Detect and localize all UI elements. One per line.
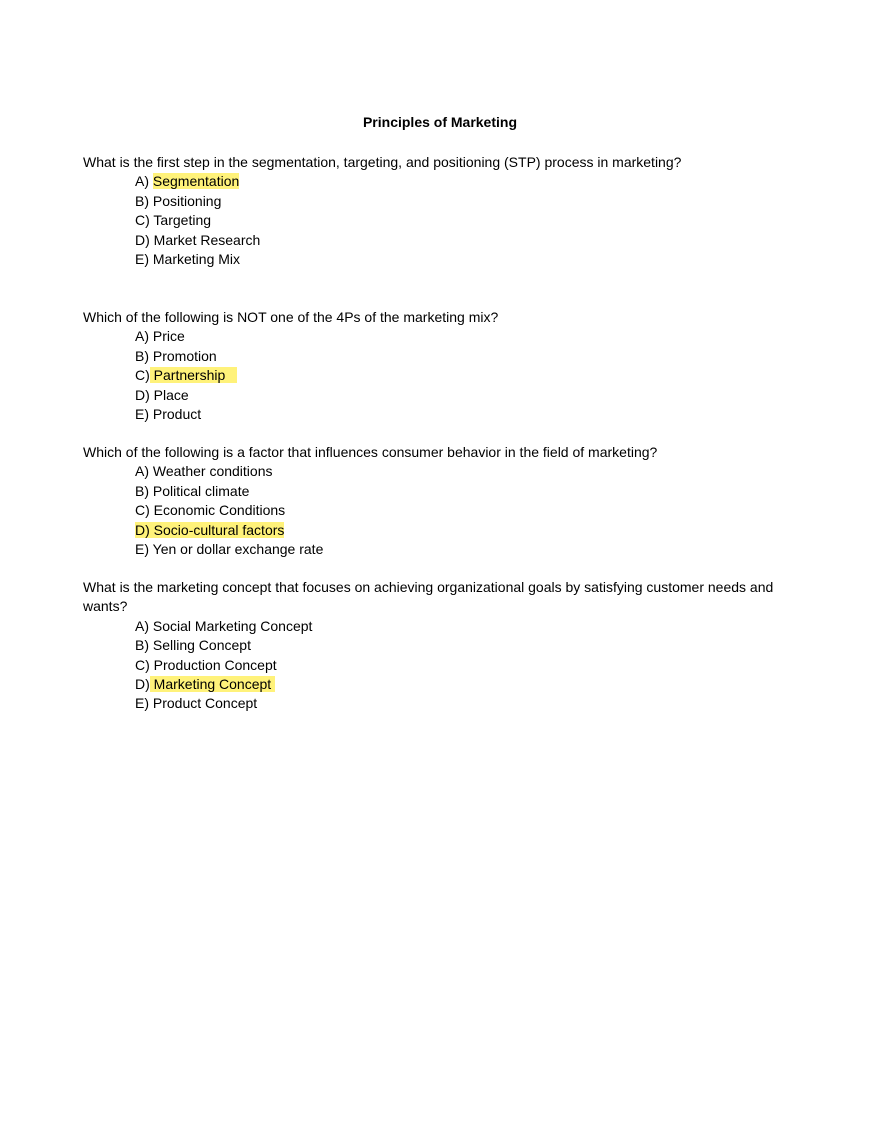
question-1-options: A) Segmentation B) Positioning C) Target… bbox=[83, 172, 808, 269]
question-1-text: What is the first step in the segmentati… bbox=[83, 154, 682, 170]
option-text: Targeting bbox=[153, 212, 212, 229]
option-prefix: E) bbox=[135, 695, 153, 712]
option-4e: E) Product Concept bbox=[135, 694, 808, 713]
option-text: Economic Conditions bbox=[153, 502, 286, 519]
option-2e: E) Product bbox=[135, 405, 808, 424]
option-4a: A) Social Marketing Concept bbox=[135, 617, 808, 636]
option-text: Product Concept bbox=[152, 695, 258, 712]
option-text: Market Research bbox=[153, 231, 261, 248]
question-2: Which of the following is NOT one of the… bbox=[83, 308, 808, 424]
option-2b: B) Promotion bbox=[135, 347, 808, 366]
option-text: Weather conditions bbox=[152, 463, 273, 480]
option-1a: A) Segmentation bbox=[135, 172, 808, 191]
option-2d: D) Place bbox=[135, 386, 808, 405]
option-text: Yen or dollar exchange rate bbox=[152, 541, 324, 558]
option-1d: D) Market Research bbox=[135, 231, 808, 250]
option-prefix: B) bbox=[135, 482, 153, 499]
option-prefix: E) bbox=[135, 251, 153, 268]
question-4-text: What is the marketing concept that focus… bbox=[83, 579, 774, 615]
question-3: Which of the following is a factor that … bbox=[83, 443, 808, 559]
option-prefix: E) bbox=[135, 541, 153, 558]
option-prefix: C) bbox=[135, 367, 150, 384]
option-prefix: C) bbox=[135, 502, 154, 519]
option-prefix: D) bbox=[135, 386, 154, 403]
option-prefix: D) bbox=[135, 521, 154, 538]
question-4-options: A) Social Marketing Concept B) Selling C… bbox=[83, 617, 808, 714]
option-1e: E) Marketing Mix bbox=[135, 250, 808, 269]
question-4: What is the marketing concept that focus… bbox=[83, 578, 808, 714]
option-answer-text: Socio-cultural factors bbox=[153, 521, 285, 538]
option-prefix: A) bbox=[135, 328, 153, 345]
option-prefix: B) bbox=[135, 347, 153, 364]
option-1c: C) Targeting bbox=[135, 211, 808, 230]
option-answer-text: Partnership bbox=[149, 367, 237, 384]
option-prefix: B) bbox=[135, 637, 153, 654]
option-4c: C) Production Concept bbox=[135, 656, 808, 675]
option-prefix: B) bbox=[135, 192, 153, 209]
option-answer-text: Segmentation bbox=[152, 173, 240, 190]
option-4b: B) Selling Concept bbox=[135, 636, 808, 655]
option-answer-text: Marketing Concept bbox=[149, 676, 276, 693]
option-prefix: A) bbox=[135, 173, 153, 190]
question-2-text: Which of the following is NOT one of the… bbox=[83, 309, 499, 325]
option-2a: A) Price bbox=[135, 327, 808, 346]
option-text: Production Concept bbox=[153, 656, 277, 673]
option-1b: B) Positioning bbox=[135, 192, 808, 211]
option-prefix: C) bbox=[135, 212, 154, 229]
option-3a: A) Weather conditions bbox=[135, 462, 808, 481]
option-prefix: A) bbox=[135, 617, 153, 634]
option-text: Social Marketing Concept bbox=[152, 617, 313, 634]
question-1: What is the first step in the segmentati… bbox=[83, 153, 808, 269]
option-text: Political climate bbox=[152, 482, 250, 499]
option-2c: C) Partnership bbox=[135, 366, 808, 385]
option-3d: D) Socio-cultural factors bbox=[135, 521, 808, 540]
document-title: Principles of Marketing bbox=[362, 114, 518, 130]
option-3b: B) Political climate bbox=[135, 482, 808, 501]
option-3c: C) Economic Conditions bbox=[135, 501, 808, 520]
option-text: Positioning bbox=[152, 192, 222, 209]
option-text: Price bbox=[152, 328, 185, 345]
question-3-options: A) Weather conditions B) Political clima… bbox=[83, 462, 808, 559]
question-3-text: Which of the following is a factor that … bbox=[83, 444, 658, 460]
option-text: Place bbox=[153, 386, 189, 403]
option-text: Marketing Mix bbox=[152, 251, 241, 268]
option-prefix: A) bbox=[135, 463, 153, 480]
option-text: Promotion bbox=[152, 347, 217, 364]
option-4d: D) Marketing Concept bbox=[135, 675, 808, 694]
option-answer-highlight: D) Socio-cultural factors bbox=[135, 521, 285, 538]
option-prefix: E) bbox=[135, 406, 153, 423]
option-text: Selling Concept bbox=[152, 637, 251, 654]
option-text: Product bbox=[152, 406, 202, 423]
question-2-options: A) Price B) Promotion C) Partnership D) … bbox=[83, 327, 808, 424]
option-prefix: D) bbox=[135, 231, 154, 248]
option-prefix: C) bbox=[135, 656, 154, 673]
option-3e: E) Yen or dollar exchange rate bbox=[135, 540, 808, 559]
option-prefix: D) bbox=[135, 676, 150, 693]
